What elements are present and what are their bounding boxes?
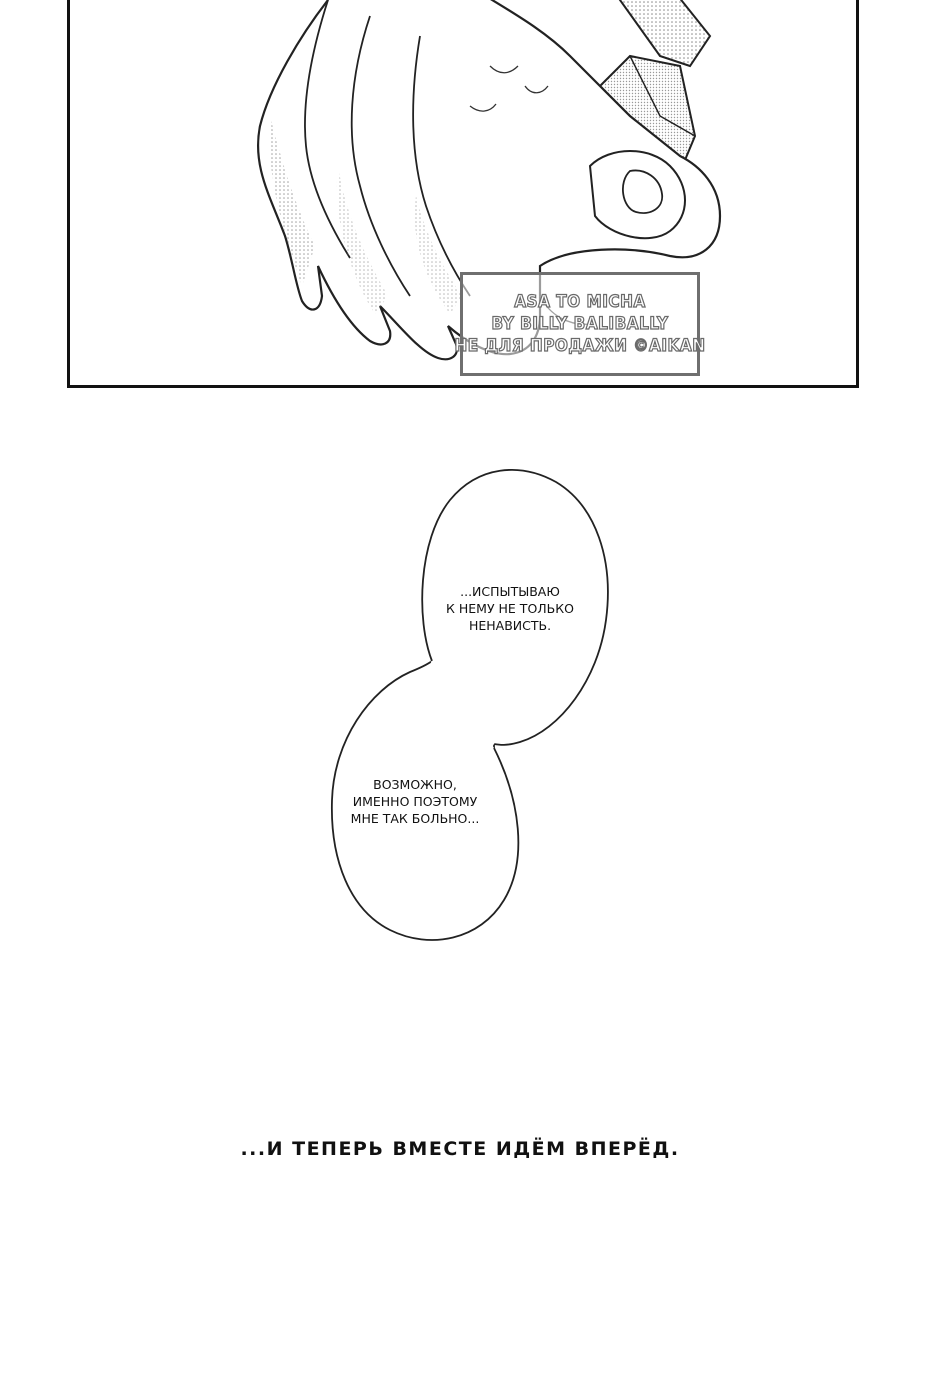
speech-bubble-lower	[331, 660, 520, 941]
watermark-author: BY BILLY BALIBALLY	[491, 313, 669, 334]
bubble-text-upper: ...испытываю к нему не только ненависть.	[446, 584, 574, 633]
hand-illustration	[256, 0, 722, 361]
scanlation-watermark: ASA TO MICHA BY BILLY BALIBALLY НЕ ДЛЯ П…	[454, 272, 706, 376]
speech-bubble-upper	[421, 469, 609, 748]
watermark-notice: НЕ ДЛЯ ПРОДАЖИ ©AIKAN	[454, 335, 706, 356]
narration-caption: ...и теперь вместе идём вперёд.	[240, 1138, 680, 1160]
watermark-title: ASA TO MICHA	[514, 291, 646, 312]
manga-panel: ASA TO MICHA BY BILLY BALIBALLY НЕ ДЛЯ П…	[67, 0, 859, 388]
bubble-text-lower: Возможно, именно поэтому мне так больно.…	[350, 777, 480, 826]
